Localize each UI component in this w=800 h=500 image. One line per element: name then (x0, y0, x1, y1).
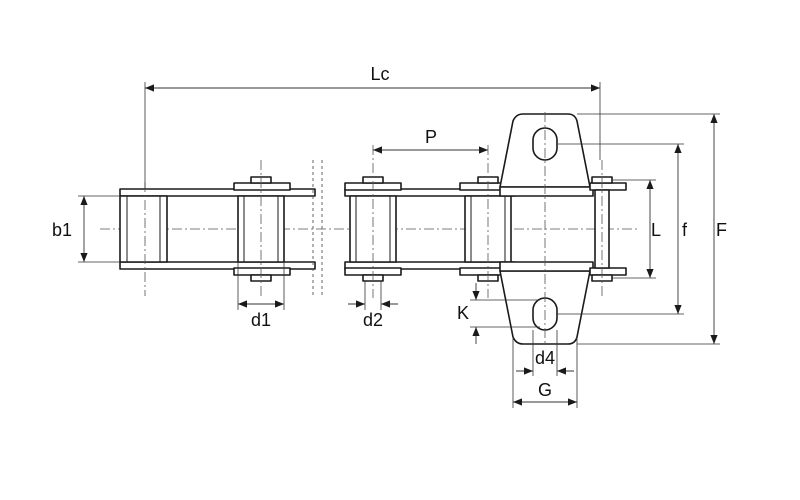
dimensions: Lc P b1 d1 d2 (52, 64, 727, 408)
dimension-d1: d1 (237, 262, 285, 330)
dimension-g: G (512, 337, 578, 408)
pin-plate-top (233, 182, 291, 191)
chain-drawing (100, 112, 640, 346)
attachment-plate-top (499, 186, 594, 197)
dimension-b1: b1 (52, 195, 120, 263)
dimension-l: L (612, 179, 661, 279)
dimension-k: K (457, 283, 540, 344)
end-link (119, 188, 316, 270)
pin-plate-bottom (233, 267, 291, 276)
dimension-f-large: F (577, 113, 727, 345)
label-lc: Lc (370, 64, 389, 84)
dimension-lc: Lc (144, 64, 601, 189)
label-d4: d4 (535, 348, 555, 368)
attachment-plate-bottom (499, 261, 594, 272)
dimension-d4: d4 (516, 330, 574, 376)
end-plate-bottom (589, 267, 627, 276)
end-roller (119, 195, 168, 263)
label-d1: d1 (251, 310, 271, 330)
end-plate-top (589, 182, 627, 191)
label-b1: b1 (52, 220, 72, 240)
label-p: P (425, 127, 437, 147)
label-d2: d2 (363, 310, 383, 330)
roller-d1 (233, 176, 291, 282)
label-l: L (651, 220, 661, 240)
label-g: G (538, 380, 552, 400)
dimension-f-small: f (557, 143, 688, 315)
top-plate-left (119, 188, 316, 197)
label-k: K (457, 303, 469, 323)
label-f-large: F (716, 220, 727, 240)
dimension-d2: d2 (348, 281, 398, 330)
right-end-link (589, 176, 627, 282)
dimension-p: P (373, 127, 488, 154)
label-f-small: f (682, 220, 688, 240)
bottom-plate-left (119, 261, 316, 270)
